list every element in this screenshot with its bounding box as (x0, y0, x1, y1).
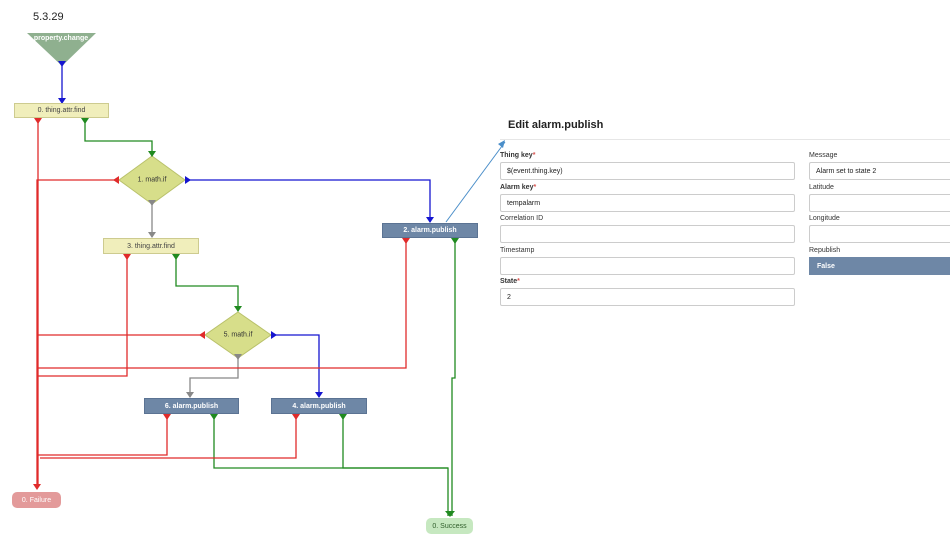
edit-panel-title: Edit alarm.publish (508, 119, 604, 131)
edge-if5-pub4 (271, 334, 320, 397)
node-alarm-publish-6[interactable]: 6. alarm.publish (144, 398, 239, 414)
edge-pub2-failure (37, 239, 407, 369)
alarm-key-input[interactable]: tempalarm (500, 194, 795, 212)
version-label: 5.3.29 (33, 11, 64, 23)
edit-panel-connector (445, 141, 506, 223)
edge-find3-if5 (175, 254, 239, 311)
edit-panel-divider (500, 139, 950, 140)
edge-pub2-success (451, 239, 456, 516)
thing-key-input[interactable]: $(event.thing.key) (500, 162, 795, 180)
timestamp-input[interactable] (500, 257, 795, 275)
correlation-id-input[interactable] (500, 225, 795, 243)
edge-find1-if1 (84, 118, 153, 156)
latitude-label: Latitude (809, 184, 834, 191)
message-label: Message (809, 152, 838, 159)
edge-find3-failure (37, 254, 128, 377)
correlation-id-label: Correlation ID (500, 215, 544, 222)
alarm-key-label: Alarm key* (500, 184, 537, 191)
edge-pub6-success (213, 414, 449, 516)
edge-if1-failure (36, 179, 119, 484)
node-success[interactable]: 0. Success (426, 518, 473, 534)
node-failure[interactable]: 0. Failure (12, 492, 61, 508)
node-thing-attr-find-0[interactable]: 0. thing.attr.find (14, 103, 109, 118)
edit-panel: Edit alarm.publish Thing key* $(event.th… (500, 112, 950, 312)
thing-key-label: Thing key* (500, 152, 536, 159)
edge-pub6-failure (37, 414, 168, 456)
node-math-if-5[interactable]: 5. math.if (223, 331, 253, 339)
republish-label: Republish (809, 247, 841, 254)
edge-pub4-success (342, 414, 448, 469)
longitude-label: Longitude (809, 215, 840, 222)
edge-pub4-failure (40, 414, 297, 459)
start-trigger-label: property.change (33, 35, 89, 42)
message-input[interactable]: Alarm set to state 2 (809, 162, 950, 180)
node-math-if-1[interactable]: 1. math.if (137, 176, 167, 184)
state-input[interactable]: 2 (500, 288, 795, 306)
start-trigger-shape[interactable] (27, 33, 96, 66)
longitude-input[interactable] (809, 225, 950, 243)
timestamp-label: Timestamp (500, 247, 535, 254)
node-thing-attr-find-3[interactable]: 3. thing.attr.find (103, 238, 199, 254)
edge-if1-pub2 (185, 179, 431, 222)
republish-select[interactable]: False (809, 257, 950, 275)
node-alarm-publish-4[interactable]: 4. alarm.publish (271, 398, 367, 414)
state-label: State* (500, 278, 520, 285)
node-alarm-publish-2[interactable]: 2. alarm.publish (382, 223, 478, 238)
edge-if5-pub6 (189, 358, 239, 397)
latitude-input[interactable] (809, 194, 950, 212)
